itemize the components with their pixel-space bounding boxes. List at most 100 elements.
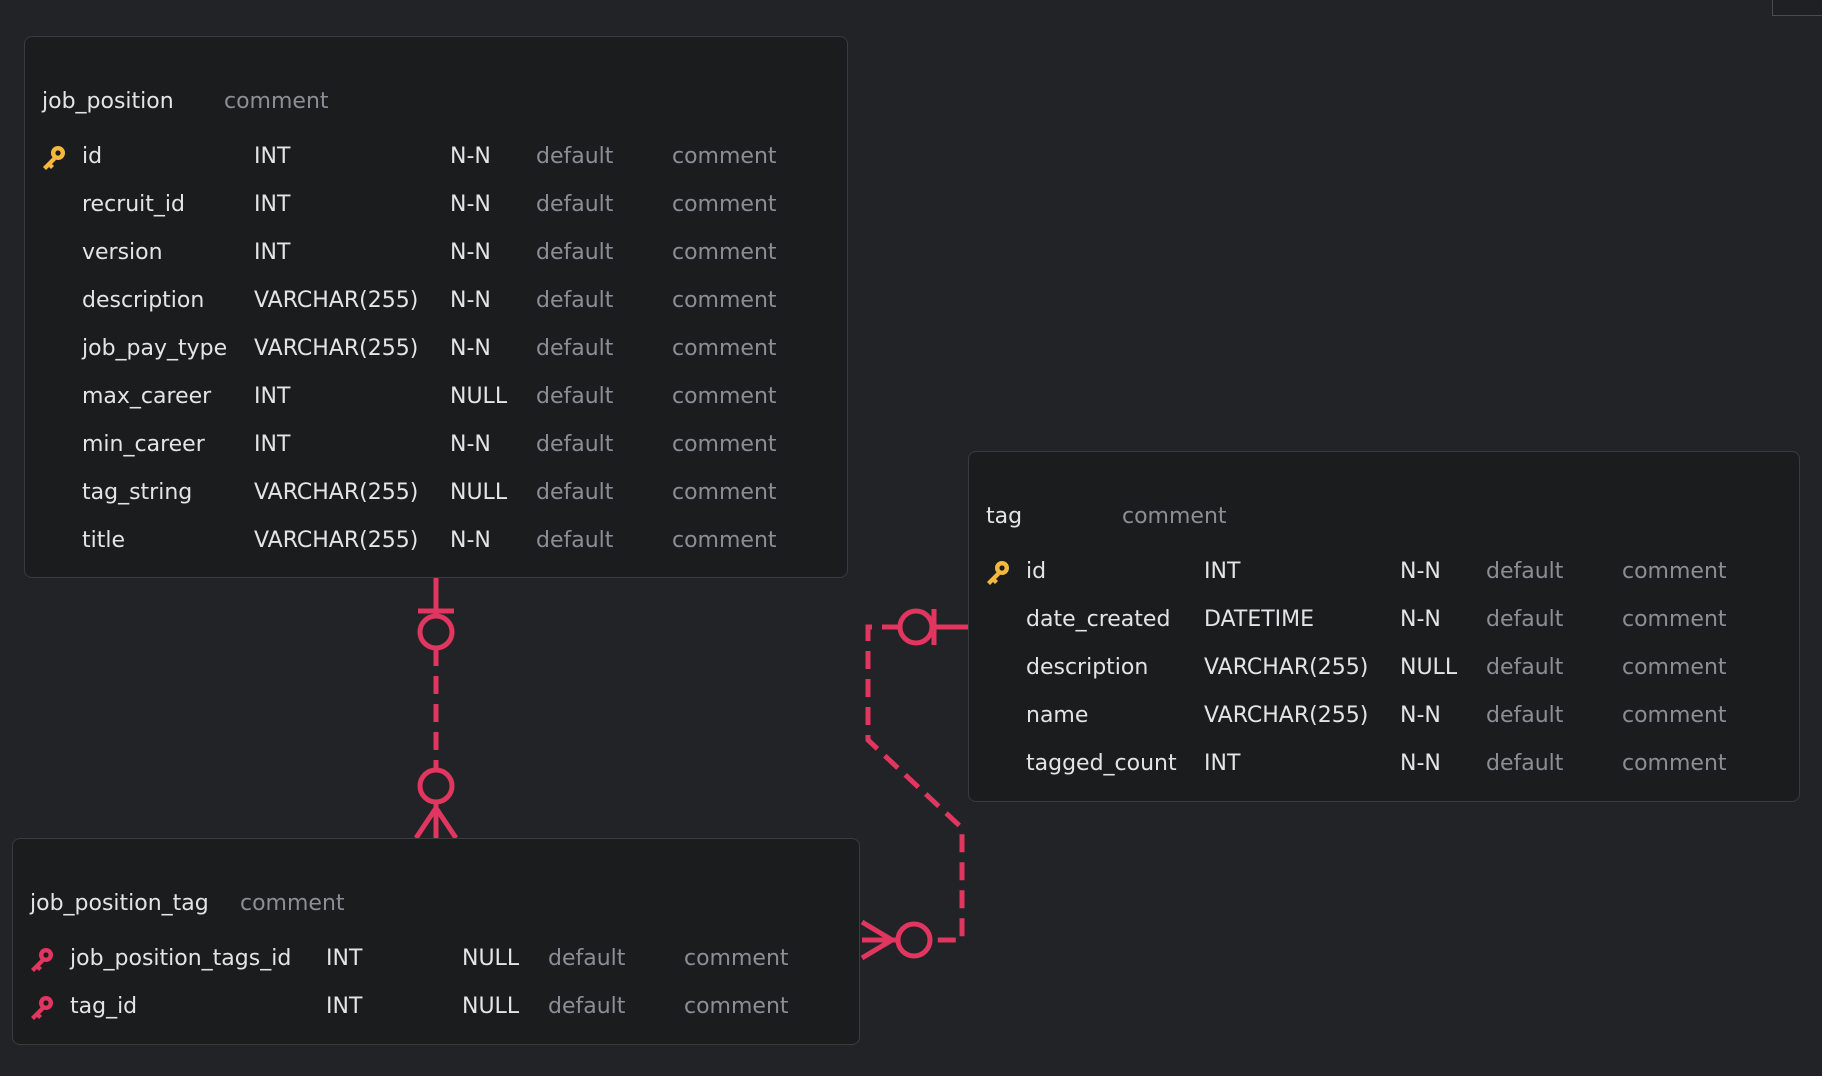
column-name: recruit_id xyxy=(82,192,185,217)
column-name: date_created xyxy=(1026,607,1171,632)
foreign-key-icon xyxy=(31,996,53,1020)
column-default: default xyxy=(536,192,614,217)
column-default: default xyxy=(1486,607,1564,632)
column-comment: comment xyxy=(684,946,789,971)
column-name: title xyxy=(82,528,126,553)
column-nullable: N-N xyxy=(1400,703,1441,728)
column-type: INT xyxy=(254,384,291,409)
column-default: default xyxy=(536,384,614,409)
column-type: VARCHAR(255) xyxy=(254,336,419,361)
column-type: VARCHAR(255) xyxy=(254,480,419,505)
column-nullable: N-N xyxy=(450,192,491,217)
column-type: DATETIME xyxy=(1204,607,1315,632)
table-header[interactable]: job_position_tag comment xyxy=(30,891,345,921)
column-comment: comment xyxy=(1622,655,1727,680)
column-nullable: N-N xyxy=(450,144,491,169)
column-name: tag_id xyxy=(70,994,138,1019)
column-default: default xyxy=(536,240,614,265)
column-nullable: N-N xyxy=(450,528,491,553)
column-comment: comment xyxy=(672,384,777,409)
column-name: tagged_count xyxy=(1026,751,1177,776)
column-row[interactable]: tag_string VARCHAR(255) NULL default comment xyxy=(25,469,847,517)
column-nullable: N-N xyxy=(450,336,491,361)
column-name: description xyxy=(1026,655,1149,680)
relation-job-position-to-job-position-tag[interactable] xyxy=(413,578,459,840)
column-name: max_career xyxy=(82,384,212,409)
column-comment: comment xyxy=(672,480,777,505)
column-name: job_position_tags_id xyxy=(70,946,292,971)
column-default: default xyxy=(548,946,626,971)
column-default: default xyxy=(536,336,614,361)
column-comment: comment xyxy=(1622,751,1727,776)
column-default: default xyxy=(536,480,614,505)
column-default: default xyxy=(536,432,614,457)
column-nullable: N-N xyxy=(450,240,491,265)
column-nullable: N-N xyxy=(1400,751,1441,776)
column-type: INT xyxy=(254,192,291,217)
column-default: default xyxy=(1486,559,1564,584)
column-comment: comment xyxy=(672,432,777,457)
column-nullable: NULL xyxy=(462,946,520,971)
column-comment: comment xyxy=(672,240,777,265)
column-type: INT xyxy=(254,240,291,265)
column-name: job_pay_type xyxy=(82,336,228,361)
column-nullable: N-N xyxy=(450,432,491,457)
column-comment: comment xyxy=(672,288,777,313)
primary-key-icon xyxy=(43,146,65,170)
column-type: INT xyxy=(326,994,363,1019)
column-default: default xyxy=(1486,655,1564,680)
primary-key-icon xyxy=(987,561,1009,585)
column-row[interactable]: date_created DATETIME N-N default comment xyxy=(969,596,1799,644)
table-job-position-tag[interactable]: job_position_tag comment job_position_ta… xyxy=(12,838,860,1045)
table-header[interactable]: job_position comment xyxy=(42,89,329,119)
column-nullable: NULL xyxy=(462,994,520,1019)
column-type: INT xyxy=(1204,751,1241,776)
table-comment: comment xyxy=(240,891,345,916)
table-comment: comment xyxy=(224,89,329,114)
column-default: default xyxy=(1486,703,1564,728)
column-nullable: NULL xyxy=(450,480,508,505)
column-row[interactable]: job_position_tags_id INT NULL default commen… xyxy=(13,935,859,983)
relation-tag-to-job-position-tag[interactable] xyxy=(860,608,968,961)
column-comment: comment xyxy=(672,144,777,169)
column-comment: comment xyxy=(684,994,789,1019)
column-type: INT xyxy=(1204,559,1241,584)
column-default: default xyxy=(536,144,614,169)
column-default: default xyxy=(548,994,626,1019)
column-name: id xyxy=(82,144,103,169)
column-nullable: N-N xyxy=(450,288,491,313)
table-comment: comment xyxy=(1122,504,1227,529)
column-type: VARCHAR(255) xyxy=(254,528,419,553)
column-nullable: N-N xyxy=(1400,607,1441,632)
column-name: description xyxy=(82,288,205,313)
column-name: name xyxy=(1026,703,1089,728)
column-row[interactable]: id INT N-N default comment xyxy=(25,133,847,181)
canvas-corner-control[interactable] xyxy=(1772,0,1822,16)
column-type: INT xyxy=(326,946,363,971)
table-header[interactable]: tag comment xyxy=(986,504,1227,534)
column-type: VARCHAR(255) xyxy=(1204,655,1369,680)
column-row[interactable]: tag_id INT NULL default comment xyxy=(13,983,859,1031)
table-name: job_position_tag xyxy=(30,891,209,916)
column-nullable: N-N xyxy=(1400,559,1441,584)
column-type: INT xyxy=(254,432,291,457)
column-comment: comment xyxy=(672,528,777,553)
column-comment: comment xyxy=(1622,607,1727,632)
column-name: tag_string xyxy=(82,480,193,505)
column-type: INT xyxy=(254,144,291,169)
column-type: VARCHAR(255) xyxy=(1204,703,1369,728)
